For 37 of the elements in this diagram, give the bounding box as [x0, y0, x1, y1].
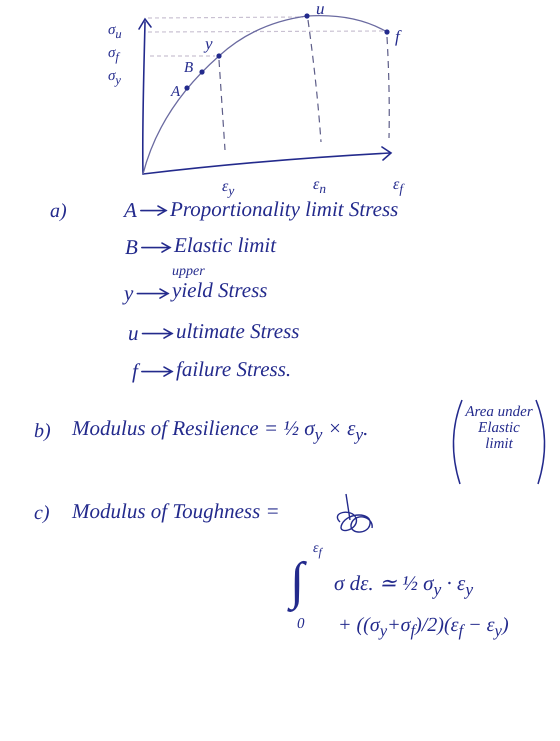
point-label: u [316, 0, 324, 19]
formula-text: Modulus of Resilience = ½ σ$_{y}$ × ε$_{y}$. [72, 417, 368, 444]
part-label: a) [50, 200, 67, 222]
symbol-label: y [120, 282, 138, 306]
point-label: y [205, 35, 213, 54]
definition-text: ultimate Stress [172, 320, 304, 344]
point-label: f [395, 28, 400, 47]
definition-text: failure Stress. [172, 358, 296, 382]
axis-tick-label: σ$_{f}$ [108, 45, 119, 65]
arrow [136, 288, 169, 299]
part-label: b) [34, 420, 51, 442]
axis-tick-label: σ$_{y}$ [108, 68, 121, 88]
formula-text: + ((σ$_{y}$+σ$_{f}$)/2)(ε$_{f}$ − ε$_{y}$) [338, 614, 509, 640]
part-label: c) [34, 502, 50, 524]
arrow [140, 205, 167, 216]
axis-tick-label: ε$_{n}$ [313, 176, 326, 197]
definition-text: Elastic limit [170, 234, 280, 258]
axis-tick-label: σ$_{u}$ [108, 22, 122, 42]
definition-text: yield Stress [172, 279, 268, 302]
symbol-label: u [124, 322, 142, 346]
symbol-label: B [121, 236, 142, 260]
definition-text: Proportionality limit Stress [166, 198, 402, 222]
integral-limit: ε$_{f}$ [313, 541, 322, 560]
point-label: B [184, 60, 194, 76]
integral-limit: 0 [297, 616, 304, 632]
arrow [141, 366, 173, 377]
arrow [142, 328, 173, 339]
formula-text: σ dε. ≃ ½ σ$_{y}$ · ε$_{y}$ [334, 572, 474, 600]
axis-tick-label: ε$_{y}$ [222, 178, 234, 199]
note-text: Area under Elastic limit [464, 405, 534, 452]
symbol-label: A [120, 199, 141, 222]
symbol-label: f [128, 360, 142, 384]
axis-tick-label: ε$_{f}$ [393, 176, 404, 197]
point-label: A [171, 84, 180, 100]
inserted-word: upper [172, 264, 206, 280]
arrow [141, 242, 171, 253]
formula-text: Modulus of Toughness = [72, 500, 280, 524]
